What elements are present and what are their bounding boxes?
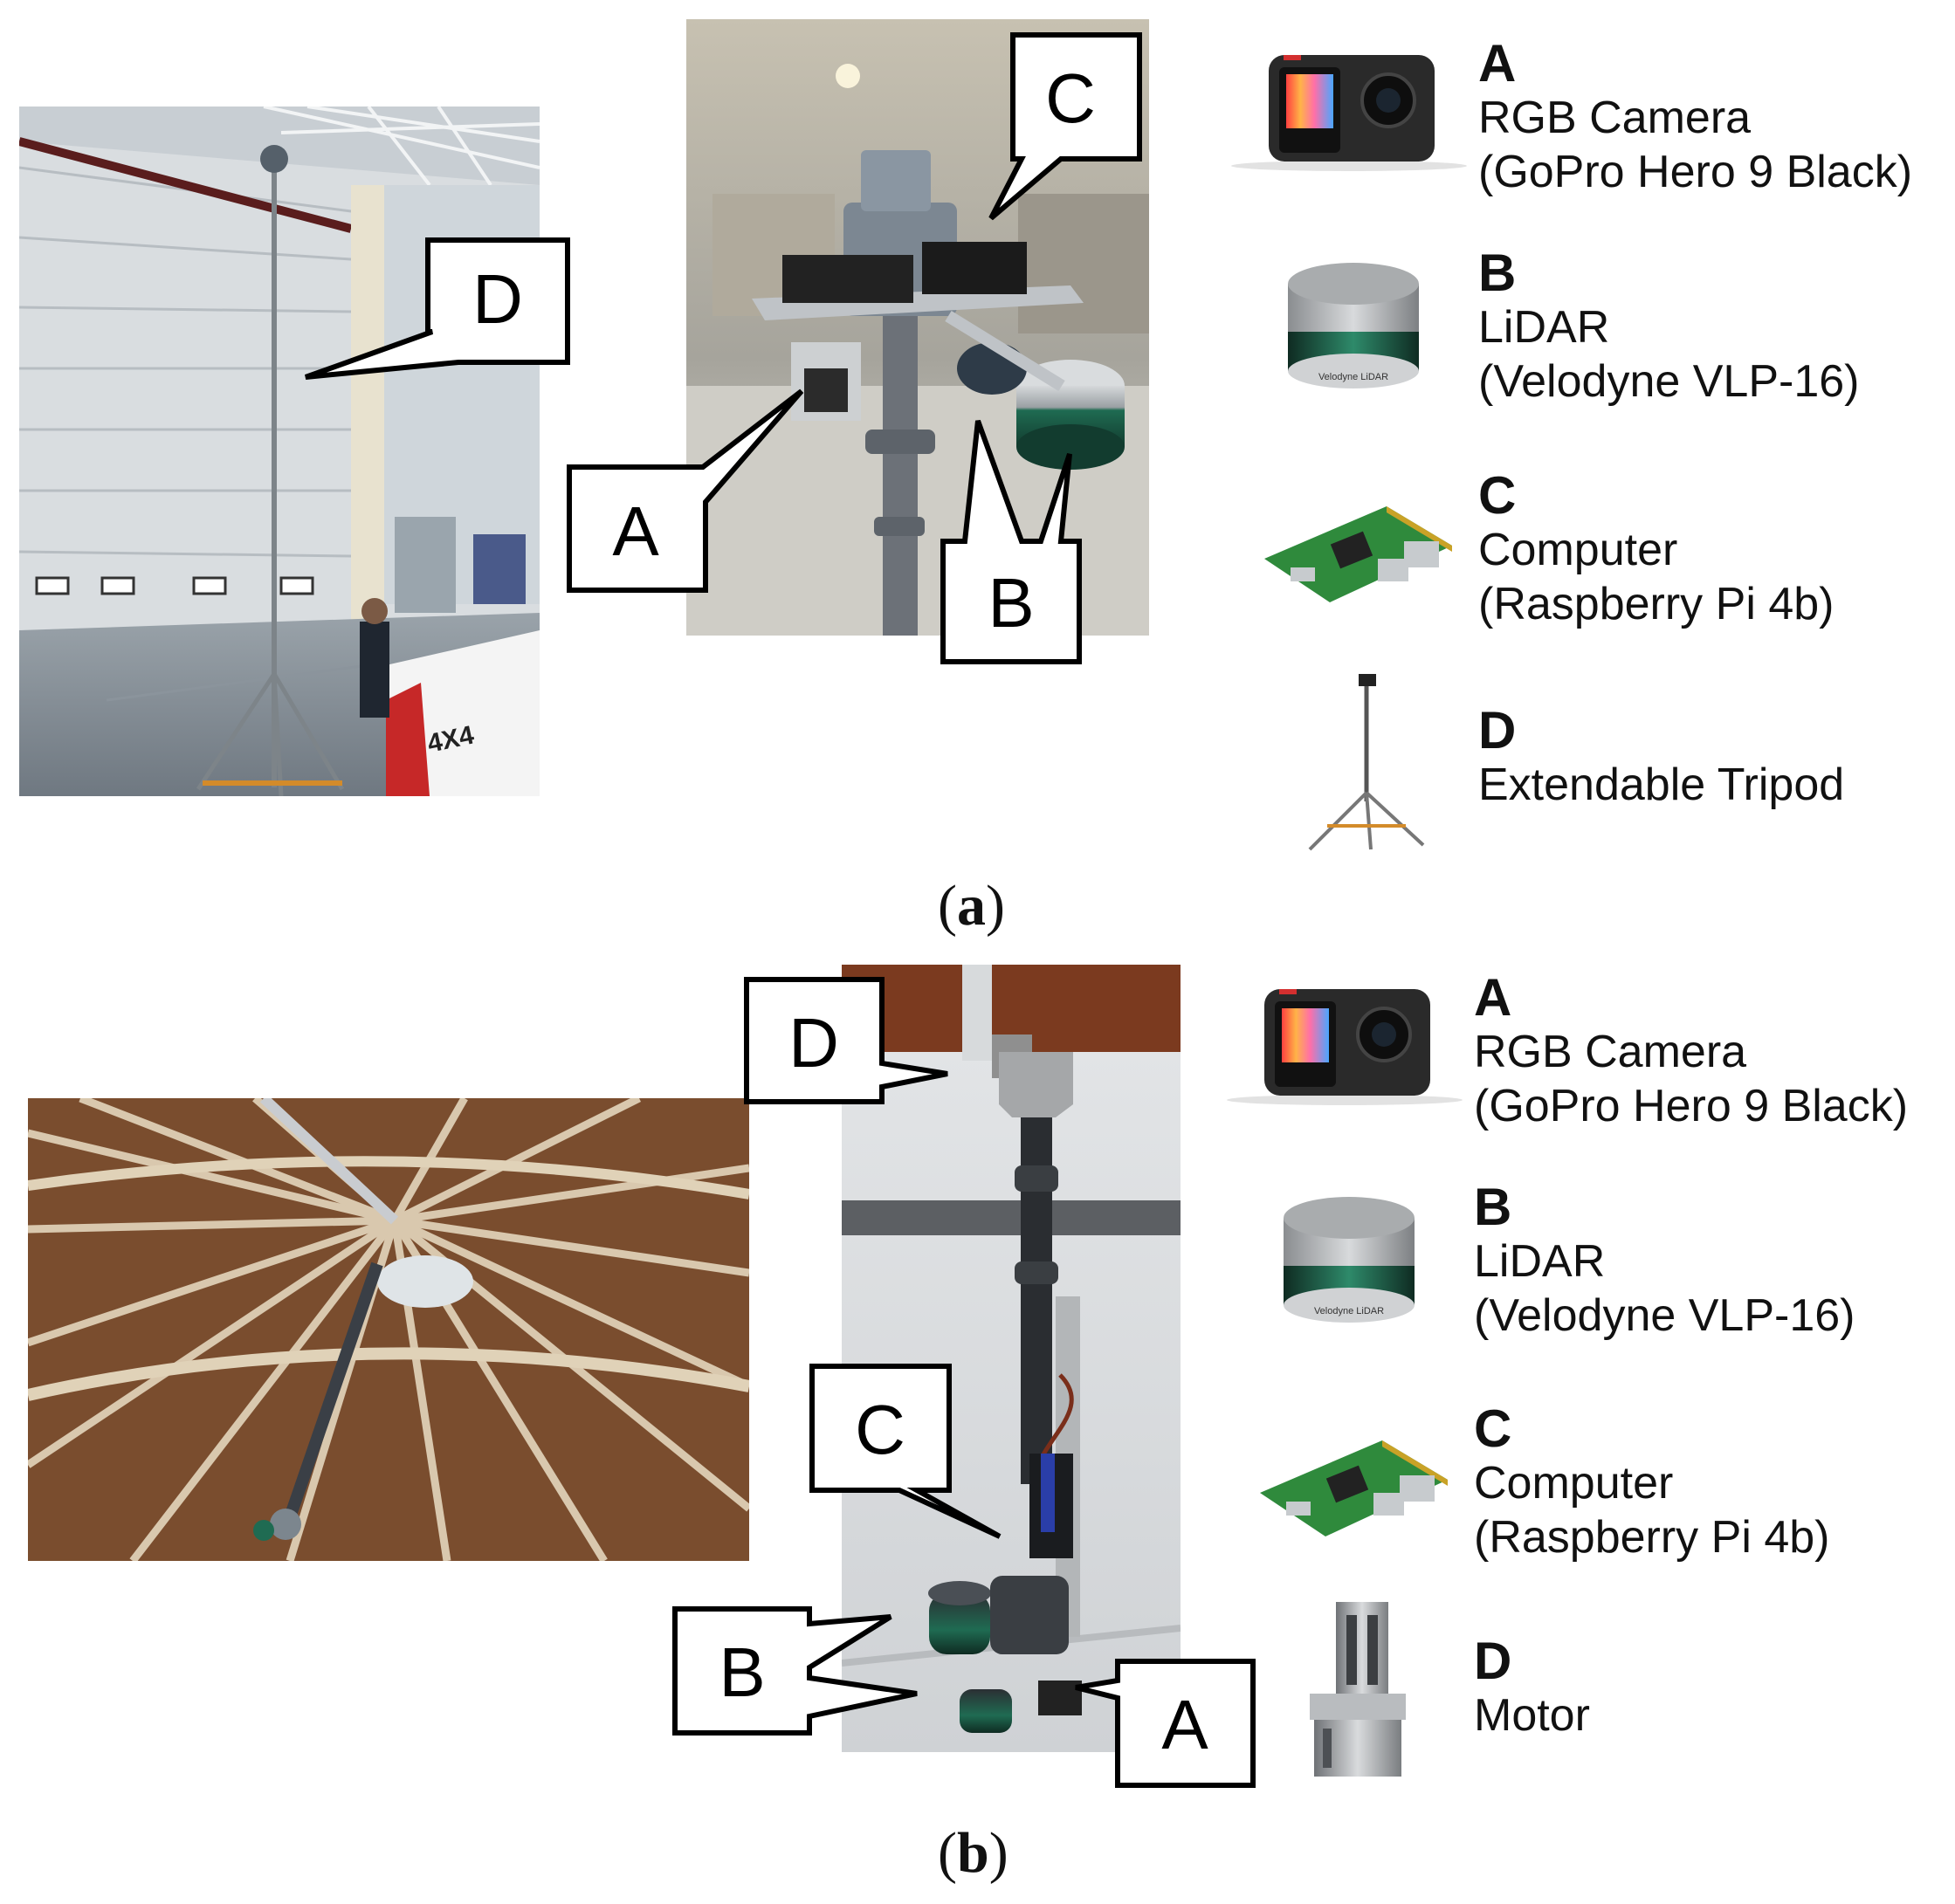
callout-a-lidar: B — [940, 419, 1082, 664]
callout-a-c-label: C — [1045, 59, 1096, 137]
callout-a-computer: C — [988, 32, 1142, 221]
legend-b-lidar-line1: LiDAR — [1474, 1236, 1606, 1287]
panel-a-callouts: D C A B — [304, 32, 1142, 664]
legend-b-motor: D Motor — [1474, 1634, 1590, 1742]
callout-b-a-label: A — [1161, 1686, 1208, 1763]
tripod-icon — [1308, 674, 1425, 851]
legend-b-camera-line2: (GoPro Hero 9 Black) — [1474, 1081, 1909, 1131]
legend-b-computer-line1: Computer — [1474, 1458, 1674, 1509]
callout-b-c-label: C — [855, 1391, 905, 1468]
legend-a-computer-line1: Computer — [1478, 525, 1678, 575]
callout-a-camera: A — [567, 388, 804, 593]
callout-b-lidar: B — [672, 1606, 918, 1736]
motor-icon — [1310, 1602, 1406, 1777]
legend-b-computer: C Computer (Raspberry Pi 4b) — [1474, 1402, 1829, 1564]
legend-b-computer-line2: (Raspberry Pi 4b) — [1474, 1512, 1830, 1563]
legend-a-camera-letter: A — [1478, 34, 1517, 93]
legend-a-camera-line1: RGB Camera — [1478, 93, 1752, 143]
caption-b: (b) — [938, 1821, 1008, 1885]
raspberry-pi-icon — [1264, 506, 1452, 602]
callout-b-computer: C — [809, 1364, 1002, 1539]
callout-b-b-label: B — [719, 1633, 765, 1711]
lidar-brand-text: Velodyne LiDAR — [1314, 1306, 1384, 1316]
legend-a-camera-line2: (GoPro Hero 9 Black) — [1478, 147, 1913, 197]
callout-b-d-label: D — [788, 1004, 839, 1082]
legend-b-lidar: B LiDAR (Velodyne VLP-16) — [1474, 1180, 1855, 1343]
legend-a-lidar-letter: B — [1478, 244, 1517, 302]
legend-b-motor-line1: Motor — [1474, 1690, 1590, 1741]
raspberry-pi-icon — [1260, 1440, 1448, 1536]
legend-a-lidar-line2: (Velodyne VLP-16) — [1478, 356, 1860, 407]
legend-a-tripod-line1: Extendable Tripod — [1478, 760, 1845, 810]
legend-a-lidar-line1: LiDAR — [1478, 302, 1610, 353]
photo-silo-roof — [28, 1098, 749, 1561]
caption-a: (a) — [938, 874, 1005, 938]
gopro-camera-icon — [1231, 55, 1467, 171]
callout-a-a-label: A — [612, 492, 659, 570]
lidar-sensor-icon: Velodyne LiDAR — [1284, 1197, 1415, 1323]
photo-hangar-tripod: 4X4 — [19, 107, 540, 796]
panel-b-callouts: D C B A — [672, 977, 1256, 1788]
legend-b-lidar-line2: (Velodyne VLP-16) — [1474, 1290, 1855, 1341]
legend-a-computer-letter: C — [1478, 466, 1517, 525]
legend-b-computer-letter: C — [1474, 1399, 1512, 1458]
callout-b-camera: A — [1075, 1659, 1256, 1788]
legend-a-computer: C Computer (Raspberry Pi 4b) — [1478, 469, 1834, 631]
callout-a-tripod: D — [304, 237, 570, 380]
callout-b-motor: D — [744, 977, 948, 1104]
legend-b-camera-letter: A — [1474, 968, 1512, 1027]
lidar-brand-text: Velodyne LiDAR — [1318, 372, 1388, 382]
legend-a-lidar: B LiDAR (Velodyne VLP-16) — [1478, 246, 1860, 409]
legend-a-computer-line2: (Raspberry Pi 4b) — [1478, 579, 1835, 629]
callout-a-d-label: D — [472, 260, 523, 338]
legend-b-camera: A RGB Camera (GoPro Hero 9 Black) — [1474, 971, 1908, 1133]
caption-a-letter: a — [956, 874, 986, 938]
caption-b-letter: b — [956, 1821, 989, 1885]
lidar-sensor-icon: Velodyne LiDAR — [1288, 263, 1419, 388]
callout-a-b-label: B — [988, 564, 1034, 642]
legend-a-camera: A RGB Camera (GoPro Hero 9 Black) — [1478, 37, 1912, 199]
photo-hanging-rig — [842, 965, 1181, 1752]
legend-a-tripod: D Extendable Tripod — [1478, 704, 1844, 812]
legend-a-tripod-letter: D — [1478, 701, 1517, 760]
gopro-camera-icon — [1227, 989, 1463, 1105]
legend-b-lidar-letter: B — [1474, 1178, 1512, 1236]
legend-b-motor-letter: D — [1474, 1632, 1512, 1690]
legend-b-camera-line1: RGB Camera — [1474, 1027, 1747, 1077]
